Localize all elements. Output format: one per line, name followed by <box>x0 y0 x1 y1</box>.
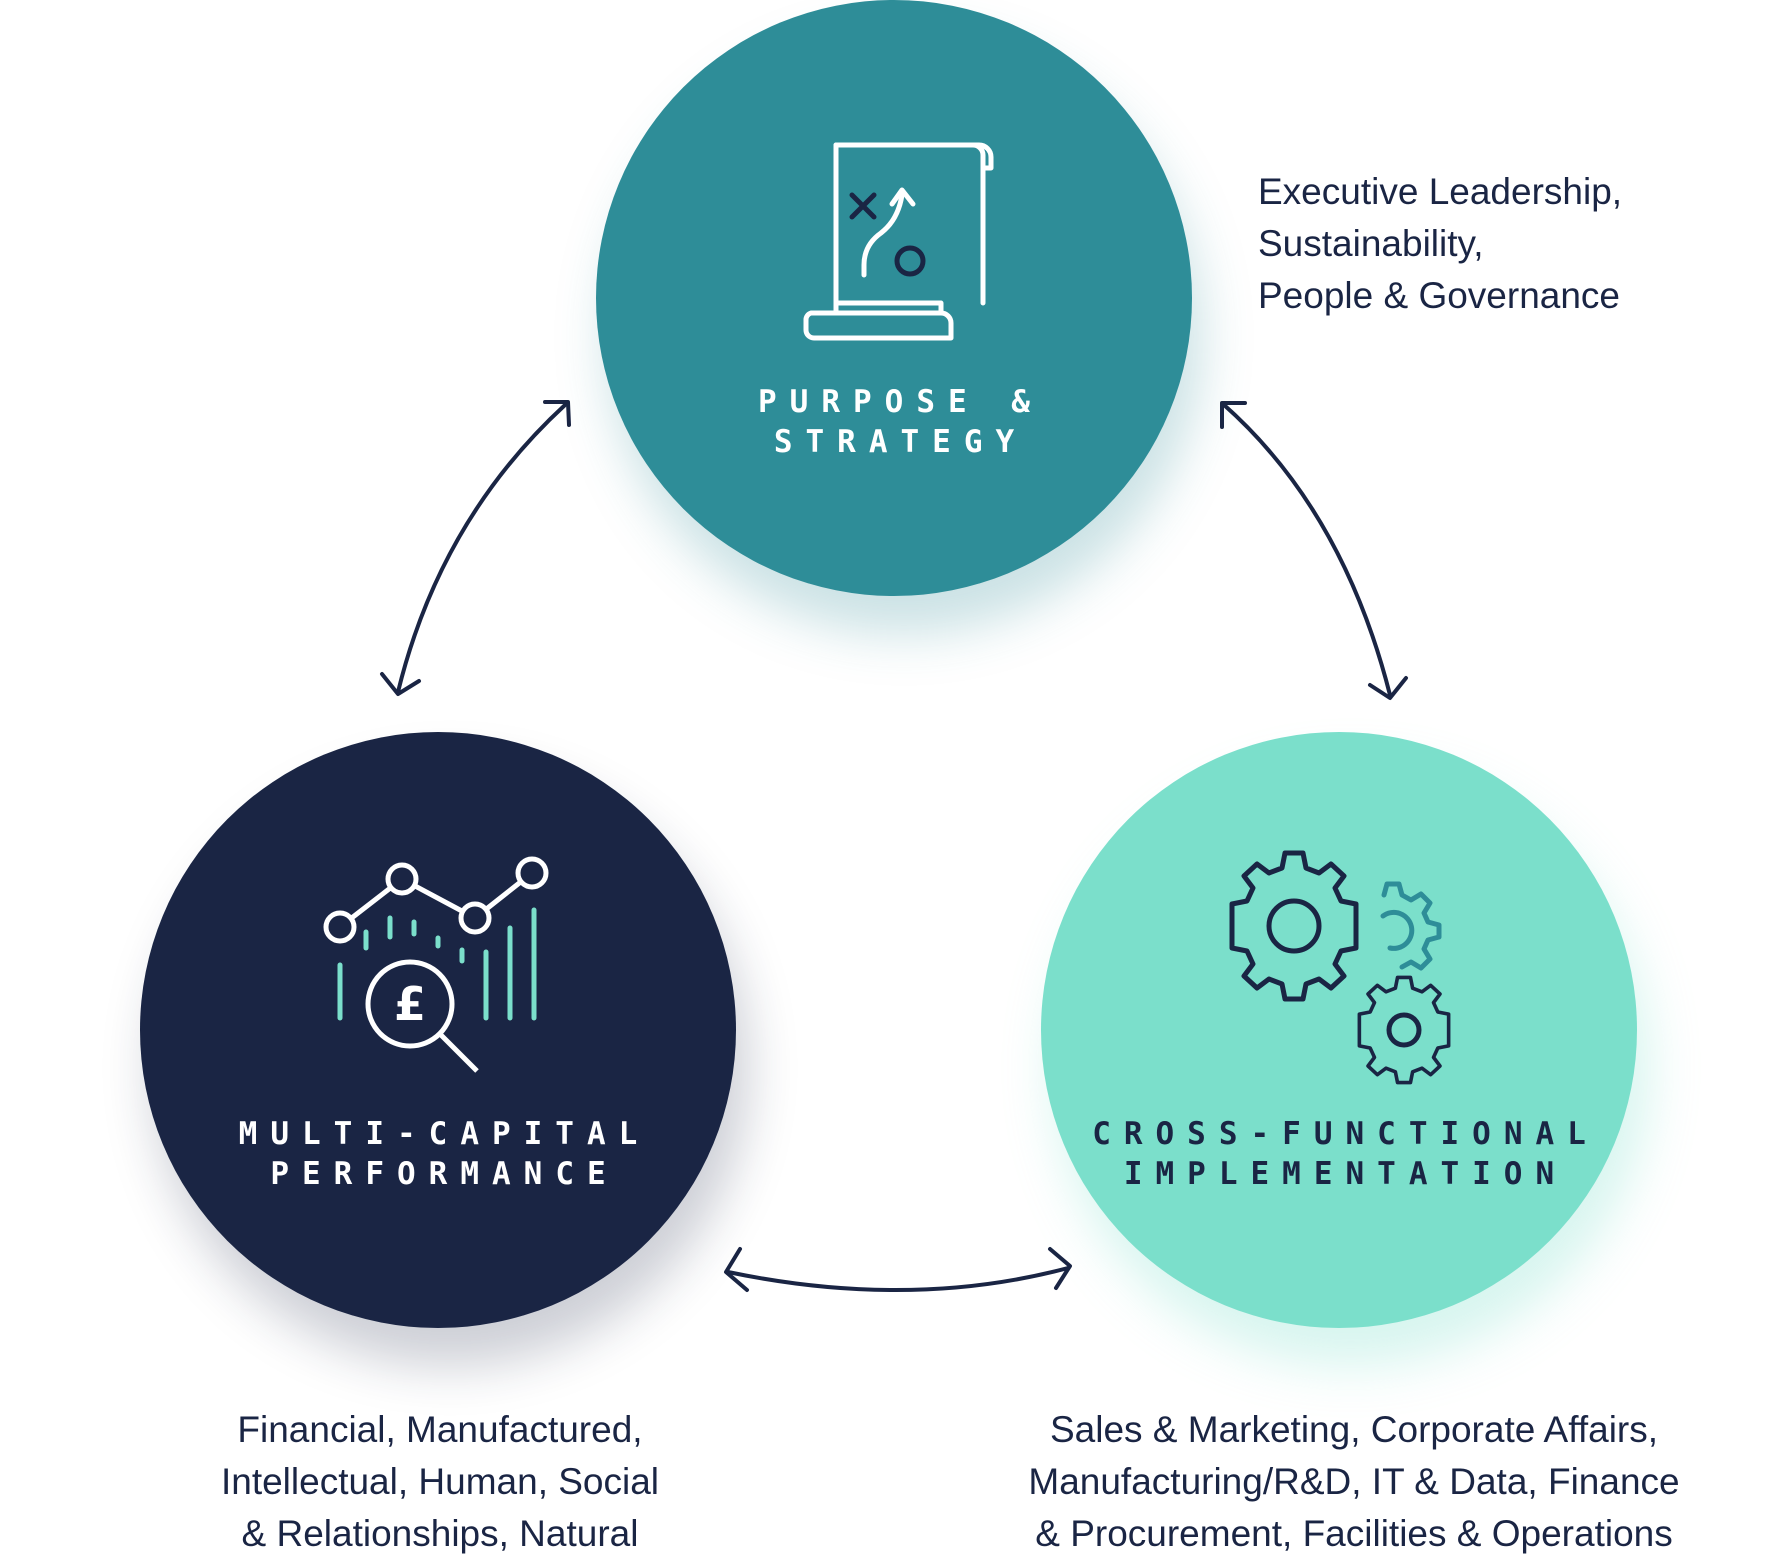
gears-icon <box>1041 732 1451 1085</box>
title-line: MULTI-CAPITAL <box>238 1116 651 1152</box>
description-line: Sales & Marketing, Corporate Affairs, <box>1049 1409 1659 1450</box>
pound-chart-magnifier-icon: £ <box>323 856 549 1073</box>
description-line: & Procurement, Facilities & Operations <box>1035 1513 1673 1554</box>
multi-capital-title: MULTI-CAPITAL PERFORMANCE <box>140 1114 736 1194</box>
description-line: & Relationships, Natural <box>241 1513 639 1554</box>
title-line: PERFORMANCE <box>270 1156 619 1192</box>
description-line: Executive Leadership, <box>1258 171 1623 212</box>
description-line: Manufacturing/R&D, IT & Data, Finance <box>1028 1461 1680 1502</box>
arrow-purpose-multi <box>396 403 567 694</box>
arrow-head-right <box>1048 1247 1072 1290</box>
description-line: Financial, Manufactured, <box>237 1409 643 1450</box>
cross-functional-title: CROSS-FUNCTIONAL IMPLEMENTATION <box>1041 1114 1637 1194</box>
arrow-head-bottom-right <box>1368 676 1408 700</box>
strategy-scroll-icon <box>803 142 994 341</box>
multi-capital-node: £ MULTI-CAPITAL PERFORMANCE <box>140 732 736 1328</box>
arrow-purpose-cross <box>1221 402 1392 697</box>
title-line: CROSS-FUNCTIONAL <box>1092 1116 1599 1152</box>
arrow-head-left <box>724 1247 749 1292</box>
cross-functional-node: CROSS-FUNCTIONAL IMPLEMENTATION <box>1041 732 1637 1328</box>
svg-text:£: £ <box>394 977 426 1031</box>
multi-capital-description: Financial, Manufactured, Intellectual, H… <box>160 1404 720 1560</box>
arrow-head-bottom-left <box>380 672 421 696</box>
arrow-multi-cross <box>726 1266 1070 1293</box>
description-line: Intellectual, Human, Social <box>220 1461 660 1502</box>
arrow-head-top-right <box>1220 401 1247 429</box>
purpose-description: Executive Leadership, Sustainability, Pe… <box>1258 166 1622 322</box>
description-line: People & Governance <box>1258 275 1621 316</box>
title-line: PURPOSE & <box>758 384 1043 420</box>
purpose-strategy-node: PURPOSE & STRATEGY <box>596 0 1192 596</box>
description-line: Sustainability, <box>1258 223 1484 264</box>
title-line: IMPLEMENTATION <box>1123 1156 1568 1192</box>
purpose-strategy-title: PURPOSE & STRATEGY <box>596 382 1192 462</box>
arrow-head-top-left <box>543 400 571 427</box>
title-line: STRATEGY <box>773 424 1028 460</box>
cross-functional-description: Sales & Marketing, Corporate Affairs, Ma… <box>1003 1404 1705 1560</box>
